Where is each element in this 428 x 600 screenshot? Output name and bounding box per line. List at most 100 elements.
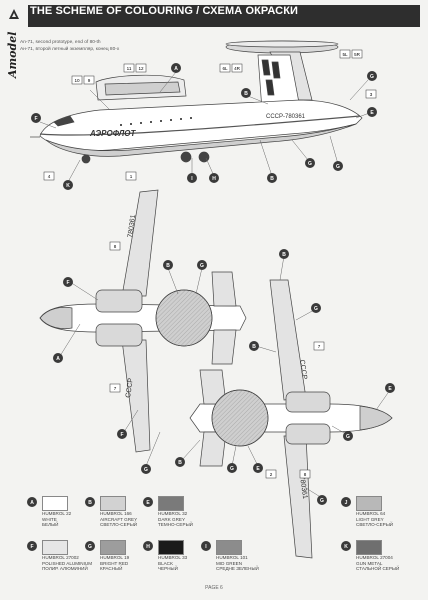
decal-7-bottom: 7 [313, 341, 325, 351]
decal-10: 10 [71, 75, 83, 85]
callout-bubbles: A F B G E K I H B G G B G F A F G B G B … [31, 63, 395, 505]
top-wing-registration: 780361 [127, 214, 137, 238]
svg-text:4R: 4R [234, 66, 241, 71]
decal-7-top: 7 [109, 383, 121, 393]
palette-bubble-a: A [27, 497, 37, 507]
callout-f-2: F [63, 277, 73, 287]
svg-text:G: G [200, 263, 204, 269]
svg-text:G: G [336, 164, 340, 170]
callout-g-9: G [317, 495, 327, 505]
svg-text:10: 10 [74, 78, 80, 83]
decal-boxes: 10 9 11 12 6L 4R 5L 5R 3 4 1 8 7 7 2 8 [43, 49, 377, 479]
top-wing-country: СССР [125, 377, 135, 398]
callout-a-2: A [53, 353, 63, 363]
svg-text:B: B [252, 344, 256, 350]
svg-text:2: 2 [270, 472, 273, 477]
callout-e-3: E [253, 463, 263, 473]
callout-g-2: G [305, 158, 315, 168]
brand-logo-icon [9, 9, 19, 19]
header-bar [28, 5, 420, 27]
callout-e-2: E [385, 383, 395, 393]
palette-swatch-a [42, 496, 68, 511]
palette-bubble-k: K [341, 541, 351, 551]
decal-6l: 6L [219, 63, 231, 73]
decal-4r: 4R [231, 63, 243, 73]
bottom-wing-country: СССР [298, 359, 308, 380]
palette-swatch-e [158, 496, 184, 511]
callout-b-4: B [279, 249, 289, 259]
decal-5l: 5L [339, 49, 351, 59]
callout-b-1: B [241, 88, 251, 98]
callout-k-1: K [63, 180, 73, 190]
palette-swatch-f [42, 540, 68, 555]
svg-text:F: F [66, 280, 69, 286]
svg-text:I: I [191, 176, 193, 182]
page-title: THE SCHEME OF COLOURING / СХЕМА ОКРАСКИ [30, 5, 299, 17]
palette-bubble-e: E [143, 497, 153, 507]
callout-g-7: G [343, 431, 353, 441]
svg-text:F: F [120, 432, 123, 438]
svg-text:H: H [146, 544, 150, 550]
callout-i-1: I [187, 173, 197, 183]
svg-text:11: 11 [127, 66, 132, 71]
svg-text:E: E [370, 110, 374, 116]
callout-g-1: G [367, 71, 377, 81]
decal-4: 4 [43, 171, 55, 181]
palette-bubble-f: F [27, 541, 37, 551]
decal-2: 2 [265, 469, 277, 479]
svg-text:J: J [345, 500, 348, 506]
callout-e-1: E [367, 107, 377, 117]
note-line-2: Ан-71, второй летный экземпляр, конец 80… [20, 47, 120, 52]
svg-text:A: A [174, 66, 178, 72]
callout-g-5: G [141, 464, 151, 474]
palette-bubble-h: H [143, 541, 153, 551]
svg-text:E: E [388, 386, 392, 392]
svg-text:E: E [256, 466, 260, 472]
callout-g-6: G [311, 303, 321, 313]
svg-text:B: B [282, 252, 286, 258]
callout-h-1: H [209, 173, 219, 183]
palette-swatch-j [356, 496, 382, 511]
callout-g-8: G [227, 463, 237, 473]
svg-text:3: 3 [370, 92, 373, 97]
svg-text:9: 9 [88, 78, 91, 83]
svg-text:8: 8 [304, 472, 307, 477]
callout-a-1: A [171, 63, 181, 73]
palette-bubble-i: I [201, 541, 211, 551]
callout-g-3: G [333, 161, 343, 171]
bottom-wing-registration: 780361 [298, 475, 308, 499]
svg-text:5L: 5L [342, 52, 348, 57]
svg-text:G: G [370, 74, 374, 80]
svg-text:B: B [166, 263, 170, 269]
palette-swatch-h [158, 540, 184, 555]
side-airline-text: АЭРОФЛОТ [89, 129, 136, 138]
svg-text:4: 4 [48, 174, 51, 179]
palette-bubble-g: G [85, 541, 95, 551]
decal-8-bottom: 8 [299, 469, 311, 479]
svg-text:I: I [205, 544, 207, 550]
svg-text:E: E [146, 500, 150, 506]
svg-text:6L: 6L [222, 66, 228, 71]
palette-bubble-j: J [341, 497, 351, 507]
svg-text:12: 12 [138, 66, 144, 71]
page-number: PAGE 6 [205, 585, 223, 591]
svg-text:1: 1 [130, 174, 133, 179]
decal-12: 12 [135, 63, 147, 73]
side-registration-text: СССР-780361 [266, 114, 306, 120]
svg-text:G: G [320, 498, 324, 504]
decal-1: 1 [125, 171, 137, 181]
svg-text:G: G [346, 434, 350, 440]
callout-b-2: B [267, 173, 277, 183]
callout-b-3: B [163, 260, 173, 270]
callout-f-3: F [117, 429, 127, 439]
